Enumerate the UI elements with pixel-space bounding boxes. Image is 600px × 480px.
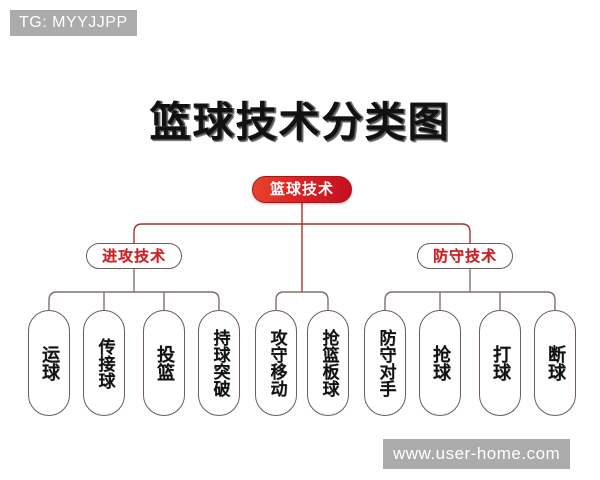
- leaf-hit-ball[interactable]: 打球: [479, 310, 521, 416]
- leaf-guard-opponent[interactable]: 防守对手: [364, 310, 406, 416]
- leaf-intercept[interactable]: 断球: [534, 310, 576, 416]
- connector-level1-bar: [133, 223, 471, 243]
- watermark-bottom-right: www.user-home.com: [383, 439, 571, 469]
- leaf-movement-label: 攻守移动: [266, 329, 287, 397]
- connector-common-bar: [275, 291, 329, 310]
- connector-offense-bar: [48, 291, 220, 310]
- leaf-shoot[interactable]: 投篮: [143, 310, 185, 416]
- node-root[interactable]: 篮球技术: [252, 176, 352, 203]
- watermark-top-left: TG: MYYJJPP: [10, 10, 137, 36]
- leaf-rebound[interactable]: 抢篮板球: [307, 310, 349, 416]
- leaf-hit-ball-label: 打球: [490, 345, 511, 381]
- leaf-drive[interactable]: 持球突破: [198, 310, 240, 416]
- node-offense[interactable]: 进攻技术: [86, 243, 182, 269]
- leaf-pass-catch[interactable]: 传接球: [83, 310, 125, 416]
- leaf-steal-label: 抢球: [430, 345, 451, 381]
- leaf-dribble-label: 运球: [39, 345, 60, 381]
- leaf-rebound-label: 抢篮板球: [318, 329, 339, 397]
- node-defense[interactable]: 防守技术: [417, 243, 513, 269]
- leaf-guard-opponent-label: 防守对手: [375, 329, 396, 397]
- leaf-movement[interactable]: 攻守移动: [255, 310, 297, 416]
- leaf-drive-label: 持球突破: [209, 329, 230, 397]
- leaf-intercept-label: 断球: [545, 345, 566, 381]
- node-offense-label: 进攻技术: [101, 246, 166, 265]
- leaf-steal[interactable]: 抢球: [419, 310, 461, 416]
- page-title: 篮球技术分类图: [149, 98, 451, 146]
- leaf-dribble[interactable]: 运球: [28, 310, 70, 416]
- connector-defense-bar: [384, 291, 556, 310]
- leaf-pass-catch-label: 传接球: [94, 337, 115, 389]
- node-defense-label: 防守技术: [432, 246, 497, 265]
- node-root-label: 篮球技术: [269, 180, 334, 198]
- leaf-shoot-label: 投篮: [154, 345, 175, 381]
